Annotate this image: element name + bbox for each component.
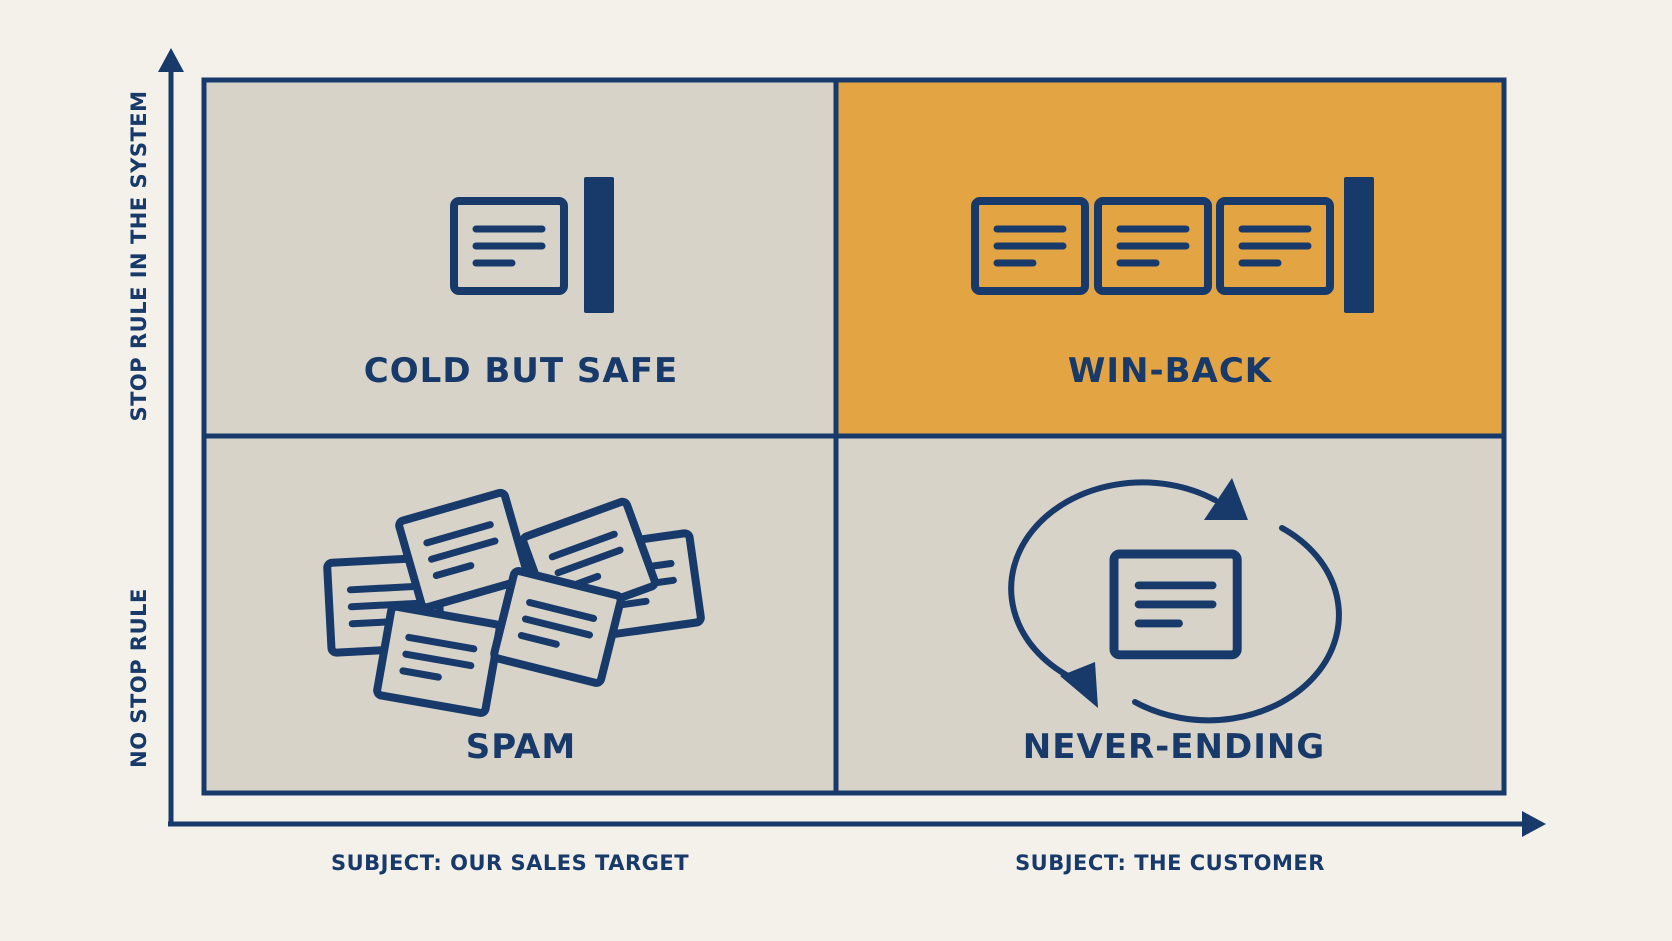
y-axis-arrow-icon: [158, 48, 184, 72]
y-axis-label-bottom: NO STOP RULE: [127, 588, 151, 768]
quadrant-label-bottom-left: SPAM: [466, 727, 576, 767]
quadrant-top-left: [204, 80, 836, 436]
x-axis-label-left: SUBJECT: OUR SALES TARGET: [331, 851, 689, 875]
quadrant-label-top-left: COLD BUT SAFE: [364, 351, 678, 391]
x-axis-arrow-icon: [1522, 811, 1546, 837]
email-cycle-icon: [1008, 478, 1342, 724]
quadrant-top-right: [836, 80, 1504, 436]
y-axis-label-top: STOP RULE IN THE SYSTEM: [127, 90, 151, 421]
quadrant-label-bottom-right: NEVER-ENDING: [1023, 727, 1325, 767]
x-axis-label-right: SUBJECT: THE CUSTOMER: [1015, 851, 1325, 875]
three-emails-with-stop-bar-icon: [975, 177, 1374, 313]
quadrant-bottom-right: [836, 436, 1504, 793]
single-email-with-stop-bar-icon: [454, 177, 614, 313]
quadrant-label-top-right: WIN-BACK: [1068, 351, 1273, 391]
